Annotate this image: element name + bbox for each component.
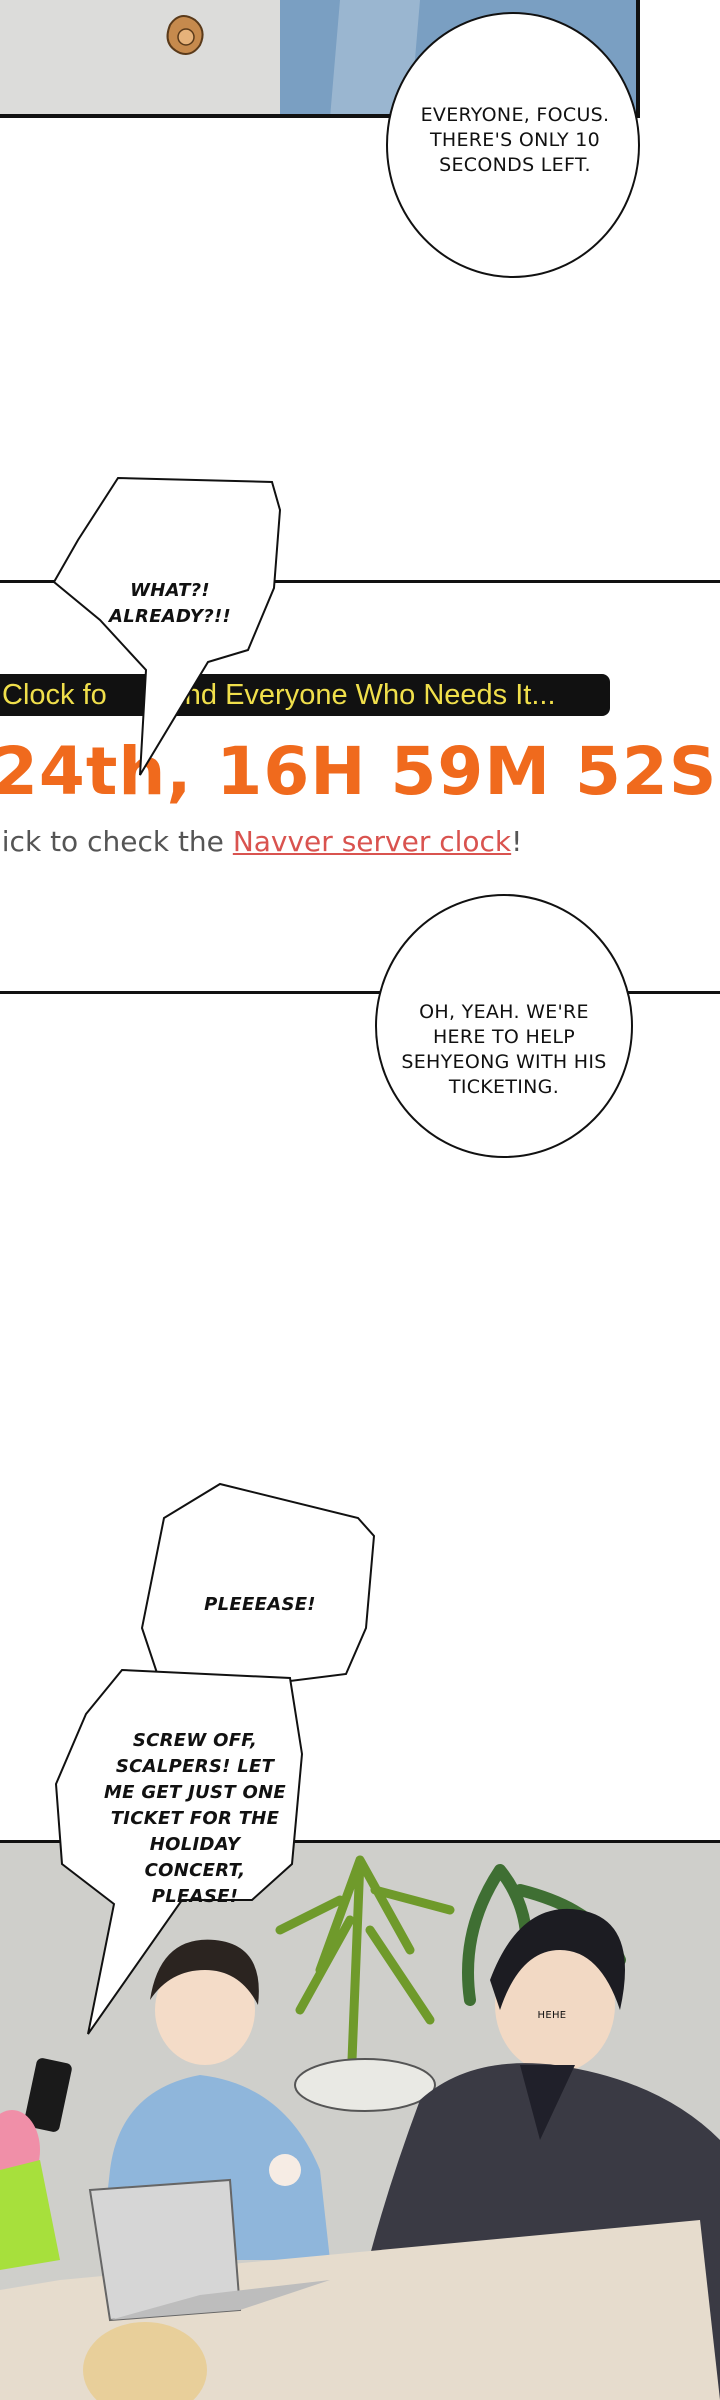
shout-bubble-please	[140, 1482, 376, 1688]
bubble-text-already: WHAT?! ALREADY?!!	[109, 580, 231, 627]
bubble-text-scalpers: SCREW OFF, SCALPERS! LET ME GET JUST ONE…	[103, 1730, 287, 1907]
panel-border-bottom	[0, 991, 720, 994]
shout-bubble-already	[52, 476, 282, 776]
server-time-display: 24th, 16H 59M 52S	[0, 733, 718, 810]
clock-banner-end: nd Everyone Who Needs It...	[184, 679, 556, 711]
clock-banner: Clock fo nd Everyone Who Needs It...	[0, 674, 610, 716]
clock-check-line: lick to check the Navver server clock!	[0, 822, 522, 862]
bubble-text-focus: EVERYONE, FOCUS. THERE'S ONLY 10 SECONDS…	[420, 104, 610, 176]
bubble-text-help: OH, YEAH. WE'RE HERE TO HELP SEHYEONG WI…	[401, 1001, 607, 1098]
clock-banner-start: Clock fo	[2, 679, 107, 711]
speech-bubble-help	[375, 894, 633, 1158]
shout-bubble-scalpers	[54, 1668, 304, 2035]
hehe-sfx: HEHE	[537, 2010, 567, 2021]
bubble-text-please: PLEEEASE!	[204, 1594, 316, 1615]
navver-server-clock-link[interactable]: Navver server clock	[232, 825, 512, 858]
clock-check-prefix: lick to check the	[0, 825, 233, 858]
panel-border-top	[0, 580, 720, 583]
clock-check-suffix: !	[511, 825, 523, 858]
speech-bubble-focus	[386, 12, 640, 278]
